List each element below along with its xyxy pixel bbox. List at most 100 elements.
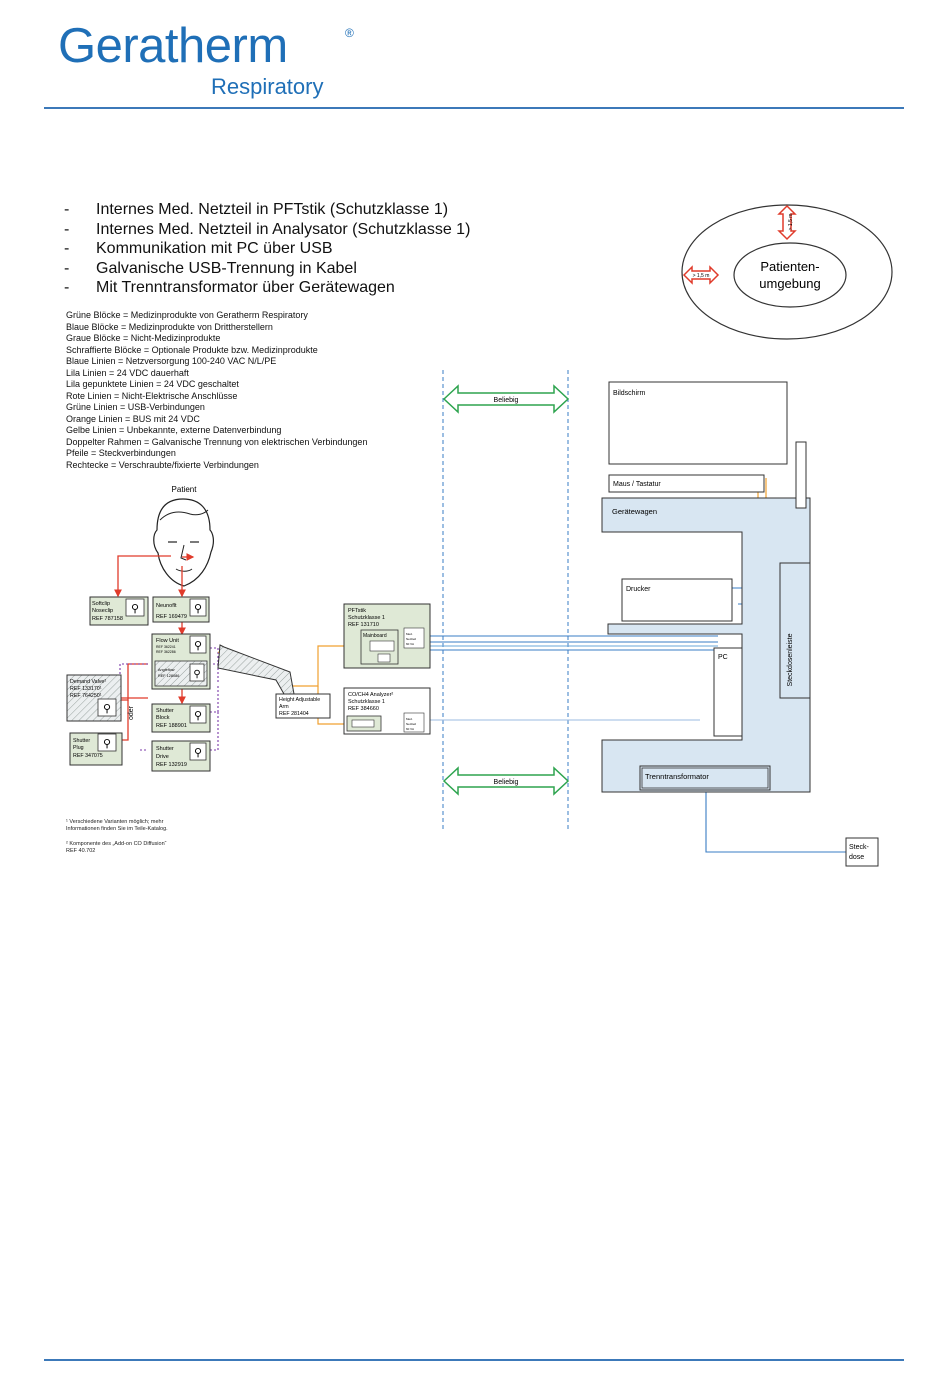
legend-item: Lila gepunktete Linien = 24 VDC geschalt… [66, 379, 239, 389]
bullet-item: -Kommunikation mit PC über USB [64, 240, 333, 257]
svg-text:Angleflow: Angleflow [158, 668, 175, 672]
svg-text:REF 362286: REF 362286 [156, 650, 176, 654]
svg-text:REF 188901: REF 188901 [156, 723, 187, 729]
svg-text:REF 764250¹: REF 764250¹ [70, 693, 102, 699]
patient-environment-diagram: Patienten- umgebung > 1,5 m > 1,5 m [681, 204, 893, 340]
netzteil-box-pftstik [403, 627, 425, 649]
block-shutter-block: Shutter Block REF 188901 ⚲ [151, 703, 211, 733]
svg-text:Flow Unit: Flow Unit [156, 638, 179, 644]
geraetewagen-cart: Gerätewagen [601, 497, 811, 793]
svg-text:Med.: Med. [406, 717, 413, 721]
svg-text:Netzteil: Netzteil [406, 637, 416, 641]
patient-figure-icon: ⚲ [103, 703, 111, 715]
svg-text:Steckdosenleiste: Steckdosenleiste [787, 633, 794, 686]
svg-text:PC: PC [718, 654, 728, 661]
color-legend: Grüne Blöcke = Medizinprodukte von Gerat… [66, 310, 367, 471]
block-pc: PC [713, 647, 743, 737]
svg-text:REF 384660: REF 384660 [348, 706, 379, 712]
block-softclip: Softclip Noseclip REF 787158 ⚲ [89, 596, 149, 626]
svg-text:60 VA: 60 VA [406, 727, 414, 731]
block-maus-tastatur: Maus / Tastatur [608, 474, 765, 493]
legend-item: Grüne Blöcke = Medizinprodukte von Gerat… [66, 310, 308, 320]
svg-text:REF 281404: REF 281404 [279, 711, 309, 717]
patient-zone-ellipse [733, 242, 847, 308]
svg-text:60 VA: 60 VA [406, 642, 414, 646]
svg-text:Height Adjustable: Height Adjustable [279, 697, 320, 703]
footnotes: ¹ Verschiedene Varianten möglich; mehr I… [66, 819, 168, 855]
horizontal-distance-arrow [682, 265, 720, 285]
bullet-item: -Galvanische USB-Trennung in Kabel [64, 259, 357, 277]
legend-item: Lila Linien = 24 VDC dauerhaft [66, 367, 189, 378]
svg-text:Trenntransformator: Trenntransformator [645, 772, 709, 781]
legend-item: Doppelter Rahmen = Galvanische Trennung … [66, 436, 368, 447]
svg-text:Drive: Drive [156, 754, 169, 760]
svg-text:Beliebig: Beliebig [494, 779, 519, 786]
or-label: oder [128, 705, 135, 720]
svg-text:Mainboard: Mainboard [363, 633, 387, 639]
header-divider [44, 107, 904, 109]
company-logo: Geratherm [58, 19, 288, 73]
svg-text:Noseclip: Noseclip [92, 608, 113, 614]
legend-item: Rechtecke = Verschraubte/fixierte Verbin… [66, 459, 259, 470]
legend-item: Blaue Linien = Netzversorgung 100-240 VA… [66, 356, 277, 366]
svg-text:REF 133170¹: REF 133170¹ [70, 686, 102, 692]
svg-text:REF 787158: REF 787158 [92, 616, 123, 622]
footer-divider [44, 1359, 904, 1361]
svg-text:Shutter: Shutter [73, 738, 90, 744]
horizontal-distance-label: > 1,5 m [693, 273, 710, 279]
legend-item: Blaue Blöcke = Medizinprodukte von Dritt… [66, 321, 273, 332]
legend-item: Pfeile = Steckverbindungen [66, 448, 176, 458]
monitor-stand [795, 441, 807, 509]
footnote-line: Informationen finden Sie im Teile-Katalo… [66, 826, 168, 832]
block-demand-valve: Demand Valve² REF 133170¹ REF 764250¹ ⚲ [66, 674, 122, 722]
svg-text:REF 131710: REF 131710 [348, 622, 379, 628]
svg-text:Med.: Med. [406, 632, 413, 636]
legend-item: Schraffierte Blöcke = Optionale Produkte… [66, 344, 318, 355]
svg-text:Shutter: Shutter [156, 746, 174, 752]
block-steckdosenleiste: Steckdosenleiste [779, 562, 811, 699]
svg-text:Arm: Arm [279, 704, 289, 710]
bullet-item: -Mit Trenntransformator über Gerätewagen [64, 279, 395, 296]
legend-item: Orange Linien = BUS mit 24 VDC [66, 413, 200, 424]
patient-label: Patient [172, 485, 198, 494]
beliebig-arrow-top: Beliebig [442, 384, 570, 414]
svg-text:Bildschirm: Bildschirm [613, 390, 645, 397]
patient-figure-icon: ⚲ [131, 603, 139, 615]
patient-figure-icon: ⚲ [194, 747, 202, 759]
svg-text:CO/CH4 Analyzer²: CO/CH4 Analyzer² [348, 692, 393, 698]
svg-text:Beliebig: Beliebig [494, 397, 519, 404]
svg-text:Neunoflt: Neunoflt [156, 603, 177, 609]
legend-item: Graue Blöcke = Nicht-Medizinprodukte [66, 333, 221, 343]
footnote-line: REF 40.702 [66, 848, 96, 854]
legend-item: Grüne Linien = USB-Verbindungen [66, 402, 205, 412]
block-shutter-plug: Shutter Plug REF 347075 ⚲ [69, 732, 123, 766]
block-trenntransformator: Trenntransformator [639, 765, 771, 791]
bullet-item: -Internes Med. Netzteil in Analysator (S… [64, 220, 471, 238]
svg-text:Drucker: Drucker [626, 586, 651, 593]
netzteil-box-analyzer [403, 712, 425, 733]
patient-figure-icon: ⚲ [194, 603, 202, 615]
svg-text:Demand Valve²: Demand Valve² [70, 679, 106, 685]
svg-text:Shutter: Shutter [156, 708, 174, 714]
svg-text:Schutzklasse 1: Schutzklasse 1 [348, 615, 385, 621]
block-drucker: Drucker [621, 578, 733, 622]
footnote-line: ² Komponente des „Add-on CO Diffusion“ [66, 841, 167, 847]
svg-text:Maus / Tastatur: Maus / Tastatur [613, 481, 661, 488]
vertical-distance-label: > 1,5 m [788, 214, 794, 231]
footnote-line: ¹ Verschiedene Varianten möglich; mehr [66, 819, 164, 825]
svg-text:REF 347075: REF 347075 [73, 753, 103, 759]
feature-bullet-list: -Internes Med. Netzteil in PFTstik (Schu… [64, 200, 470, 298]
svg-text:REF 132919: REF 132919 [156, 762, 187, 768]
registered-mark: ® [345, 26, 354, 40]
block-bildschirm: Bildschirm [608, 381, 788, 465]
svg-text:REF 362241: REF 362241 [156, 645, 176, 649]
svg-text:REF 128086: REF 128086 [158, 674, 179, 678]
patient-figure-icon: ⚲ [193, 669, 200, 680]
patient-figure-icon: ⚲ [194, 710, 202, 722]
block-shutter-drive: Shutter Drive REF 132919 ⚲ [151, 740, 211, 772]
svg-text:Schutzklasse 1: Schutzklasse 1 [348, 699, 385, 705]
svg-text:Steck-: Steck- [849, 844, 870, 851]
block-pftstik: PFTstik Schutzklasse 1 REF 131710 Mainbo… [343, 603, 431, 669]
svg-text:Gerätewagen: Gerätewagen [612, 507, 657, 516]
